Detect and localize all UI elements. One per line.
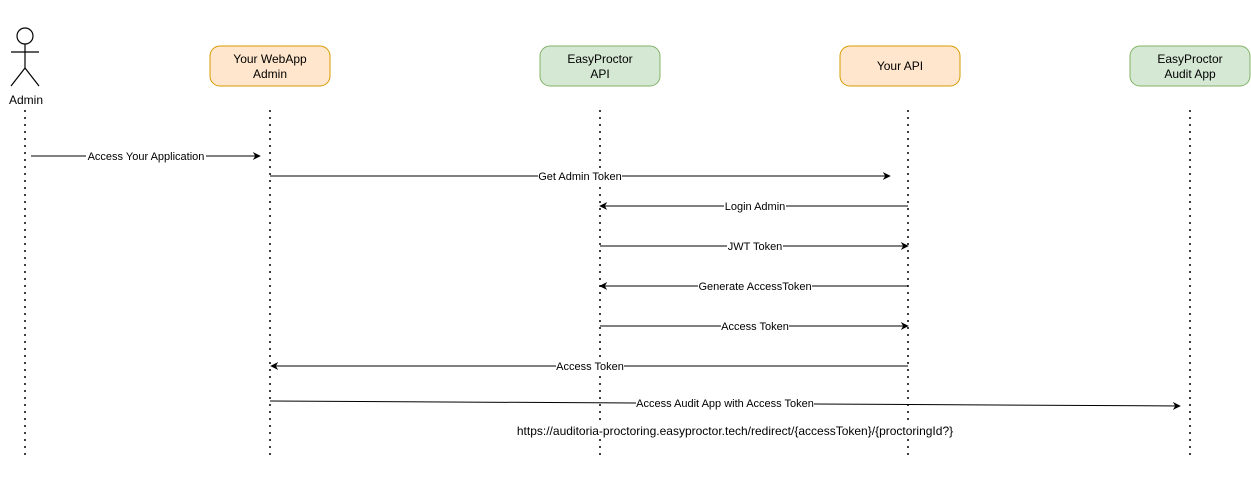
- participant-audit-app: EasyProctor Audit App: [1129, 45, 1251, 87]
- participant-webapp: Your WebApp Admin: [209, 45, 331, 87]
- participant-your-api: Your API: [839, 45, 961, 87]
- message-label: Login Admin: [725, 201, 786, 213]
- message-label: Access Audit App with Access Token: [636, 398, 814, 410]
- redirect-url-note: https://auditoria-proctoring.easyproctor…: [515, 423, 955, 438]
- message-labels: Access Your Application Get Admin Token …: [86, 149, 814, 410]
- participant-label: API: [590, 67, 609, 81]
- message-label: Access Your Application: [88, 151, 205, 163]
- participant-easyproctor-api: EasyProctor API: [539, 45, 661, 87]
- message-label: JWT Token: [728, 241, 783, 253]
- message-label: Access Token: [556, 361, 624, 373]
- stick-figure-icon: [10, 27, 40, 87]
- participant-label: EasyProctor: [1157, 52, 1222, 66]
- admin-actor: Admin: [9, 27, 43, 107]
- message-label: Generate AccessToken: [698, 281, 811, 293]
- message-label: Get Admin Token: [538, 171, 622, 183]
- participant-label: Your WebApp: [233, 52, 307, 66]
- participant-label: Your API: [877, 59, 923, 73]
- lifelines: [24, 110, 1191, 457]
- participant-label: Admin: [253, 67, 287, 81]
- participant-label: Audit App: [1164, 67, 1216, 81]
- message-label: Access Token: [721, 321, 789, 333]
- redirect-url-text: https://auditoria-proctoring.easyproctor…: [517, 424, 953, 438]
- actor-label: Admin: [9, 93, 43, 107]
- participant-label: EasyProctor: [567, 52, 632, 66]
